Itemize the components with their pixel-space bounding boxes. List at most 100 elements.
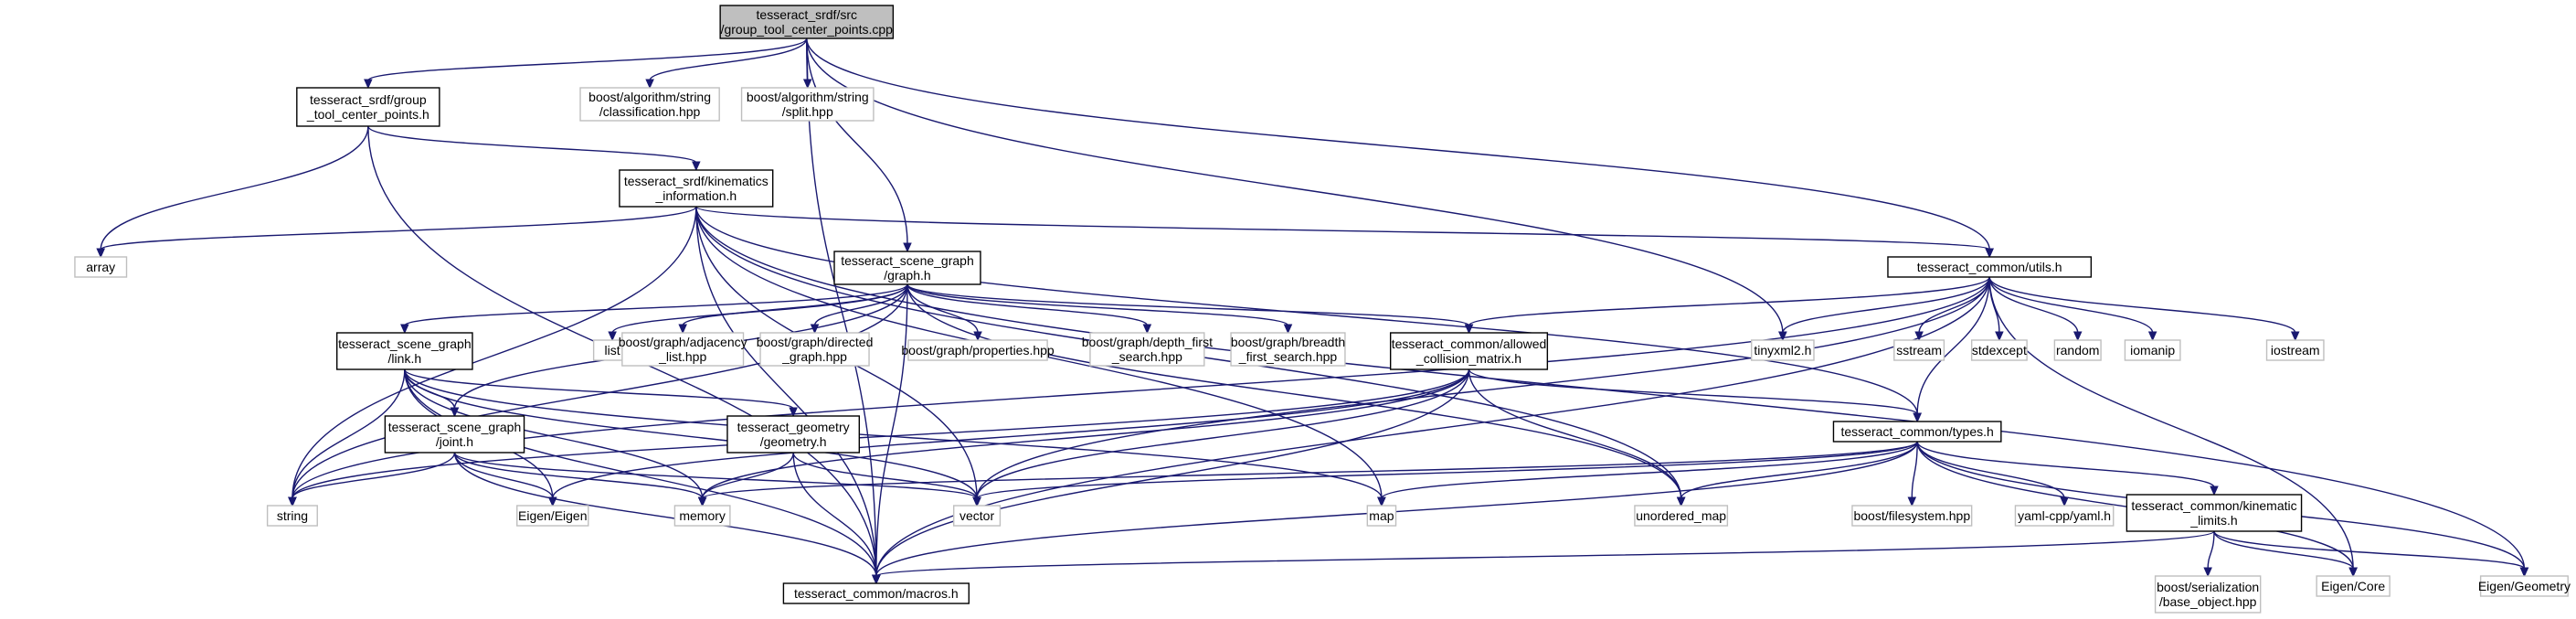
edge-kin-to-types (695, 206, 1918, 415)
node-box (1366, 505, 1397, 527)
node-box (296, 87, 440, 127)
edge-arrowhead (1464, 324, 1474, 335)
edge-arrowhead (645, 79, 654, 90)
edge-geometry-to-memory (701, 452, 794, 499)
edge-src-to-gtcp (367, 37, 808, 81)
edge-graphh-to-list (611, 283, 908, 334)
edge-utils-to-sstream (1918, 276, 1990, 334)
node-label: /base_object.hpp (2159, 594, 2257, 609)
node-classification: boost/algorithm/string/classification.hp… (579, 87, 720, 122)
node-box (2316, 575, 2390, 597)
edge-arrowhead (678, 324, 687, 335)
edge-acm-to-string (292, 368, 1470, 499)
edge-graphh-to-dfs (906, 283, 1149, 326)
node-random: random (2053, 339, 2102, 361)
node-kin[interactable]: tesseract_srdf/kinematics_information.h (619, 169, 774, 208)
node-eigen: Eigen/Eigen (516, 505, 589, 527)
edge-link-to-joint (404, 368, 456, 410)
edge-utils-to-random (1988, 276, 2079, 334)
node-directed: boost/graph/directed_graph.hpp (757, 332, 874, 367)
node-label: tesseract_scene_graph (338, 336, 472, 351)
edge-src-to-classification (649, 37, 808, 81)
edge-joint-to-string (292, 452, 456, 499)
edge-arrowhead (1995, 331, 2004, 342)
node-label: tesseract_srdf/kinematics (624, 174, 769, 188)
node-box (759, 332, 870, 367)
node-stdexcept: stdexcept (1970, 339, 2028, 361)
edge-acm-to-umap (1468, 368, 1682, 499)
edge-arrowhead (1907, 496, 1917, 507)
edge-arrowhead (1283, 324, 1293, 335)
node-label: stdexcept (1972, 343, 2027, 358)
node-label: tesseract_common/kinematic (2131, 498, 2296, 513)
edge-link-to-vector (404, 368, 978, 499)
node-label: string (277, 508, 308, 523)
edge-src-to-macros (806, 37, 877, 577)
node-graphh[interactable]: tesseract_scene_graph/graph.h (833, 251, 981, 285)
node-src[interactable]: tesseract_srdf/src/group_tool_center_poi… (719, 5, 895, 39)
node-box (2053, 339, 2102, 361)
node-iostream: iostream (2265, 339, 2325, 361)
edge-arrowhead (2147, 331, 2157, 342)
node-box (619, 169, 774, 208)
node-link[interactable]: tesseract_scene_graph/link.h (336, 332, 473, 370)
edge-utils-to-vector (976, 276, 1990, 499)
node-label: boost/graph/directed (757, 335, 874, 349)
node-acm[interactable]: tesseract_common/allowed_collision_matri… (1389, 332, 1549, 370)
edge-utils-to-iostream (1988, 276, 2296, 334)
node-label: map (1369, 508, 1394, 523)
edge-geometry-to-macros (792, 452, 877, 577)
edge-acm-to-types (1468, 368, 1918, 415)
node-types[interactable]: tesseract_common/types.h (1832, 421, 2002, 443)
node-box (719, 5, 895, 39)
node-serialization: boost/serialization/base_object.hpp (2154, 575, 2262, 614)
node-box (2124, 339, 2181, 361)
node-label: tinyxml2.h (1754, 343, 1811, 358)
node-label: boost/algorithm/string (747, 90, 869, 104)
node-gtcp[interactable]: tesseract_srdf/group_tool_center_points.… (296, 87, 440, 127)
node-box (74, 256, 128, 278)
node-label: _list.hpp (658, 349, 706, 364)
edge-utils-to-acm (1468, 276, 1990, 326)
edge-arrowhead (364, 79, 373, 90)
node-joint[interactable]: tesseract_scene_graph/joint.h (384, 415, 525, 454)
node-split: boost/algorithm/string/split.hpp (740, 87, 875, 122)
node-yaml: yaml-cpp/yaml.h (2014, 505, 2115, 527)
edge-arrowhead (2060, 496, 2069, 507)
node-box (1893, 339, 1945, 361)
edge-utils-to-macros (875, 276, 1990, 577)
edge-arrowhead (789, 407, 798, 418)
node-adjacency: boost/graph/adjacency_list.hpp (619, 332, 747, 367)
edge-joint-to-eigen (453, 452, 554, 499)
node-box (1970, 339, 2028, 361)
node-label: vector (959, 508, 994, 523)
node-label: /graph.h (884, 268, 930, 283)
edge-arrowhead (1914, 331, 1924, 342)
node-box (384, 415, 525, 454)
node-label: tesseract_common/utils.h (1917, 260, 2062, 274)
node-label: iostream (2271, 343, 2320, 358)
edge-gtcp-to-kin (367, 125, 697, 164)
node-utils[interactable]: tesseract_common/utils.h (1887, 256, 2093, 278)
node-map: map (1366, 505, 1397, 527)
node-label: tesseract_geometry (737, 420, 850, 434)
node-kinlimits[interactable]: tesseract_common/kinematic_limits.h (2125, 494, 2303, 532)
edge-arrowhead (1377, 496, 1386, 507)
edge-types-to-filesystem (1911, 441, 1918, 499)
node-geometry[interactable]: tesseract_geometry/geometry.h (726, 415, 861, 454)
node-box (907, 339, 1048, 361)
edge-graphh-to-acm (906, 283, 1470, 326)
node-label: /split.hpp (782, 104, 833, 119)
edge-joint-to-vector (453, 452, 978, 499)
node-box (336, 332, 473, 370)
node-label: memory (679, 508, 726, 523)
edge-joint-to-macros (453, 452, 877, 577)
node-label: _search.hpp (1111, 349, 1182, 364)
node-array: array (74, 256, 128, 278)
edge-arrowhead (608, 331, 617, 342)
edge-src-to-utils (806, 37, 1990, 251)
node-eigengeom: Eigen/Geometry (2478, 575, 2571, 597)
node-macros[interactable]: tesseract_common/macros.h (782, 582, 970, 604)
edge-graphh-to-adjacency (682, 283, 908, 326)
